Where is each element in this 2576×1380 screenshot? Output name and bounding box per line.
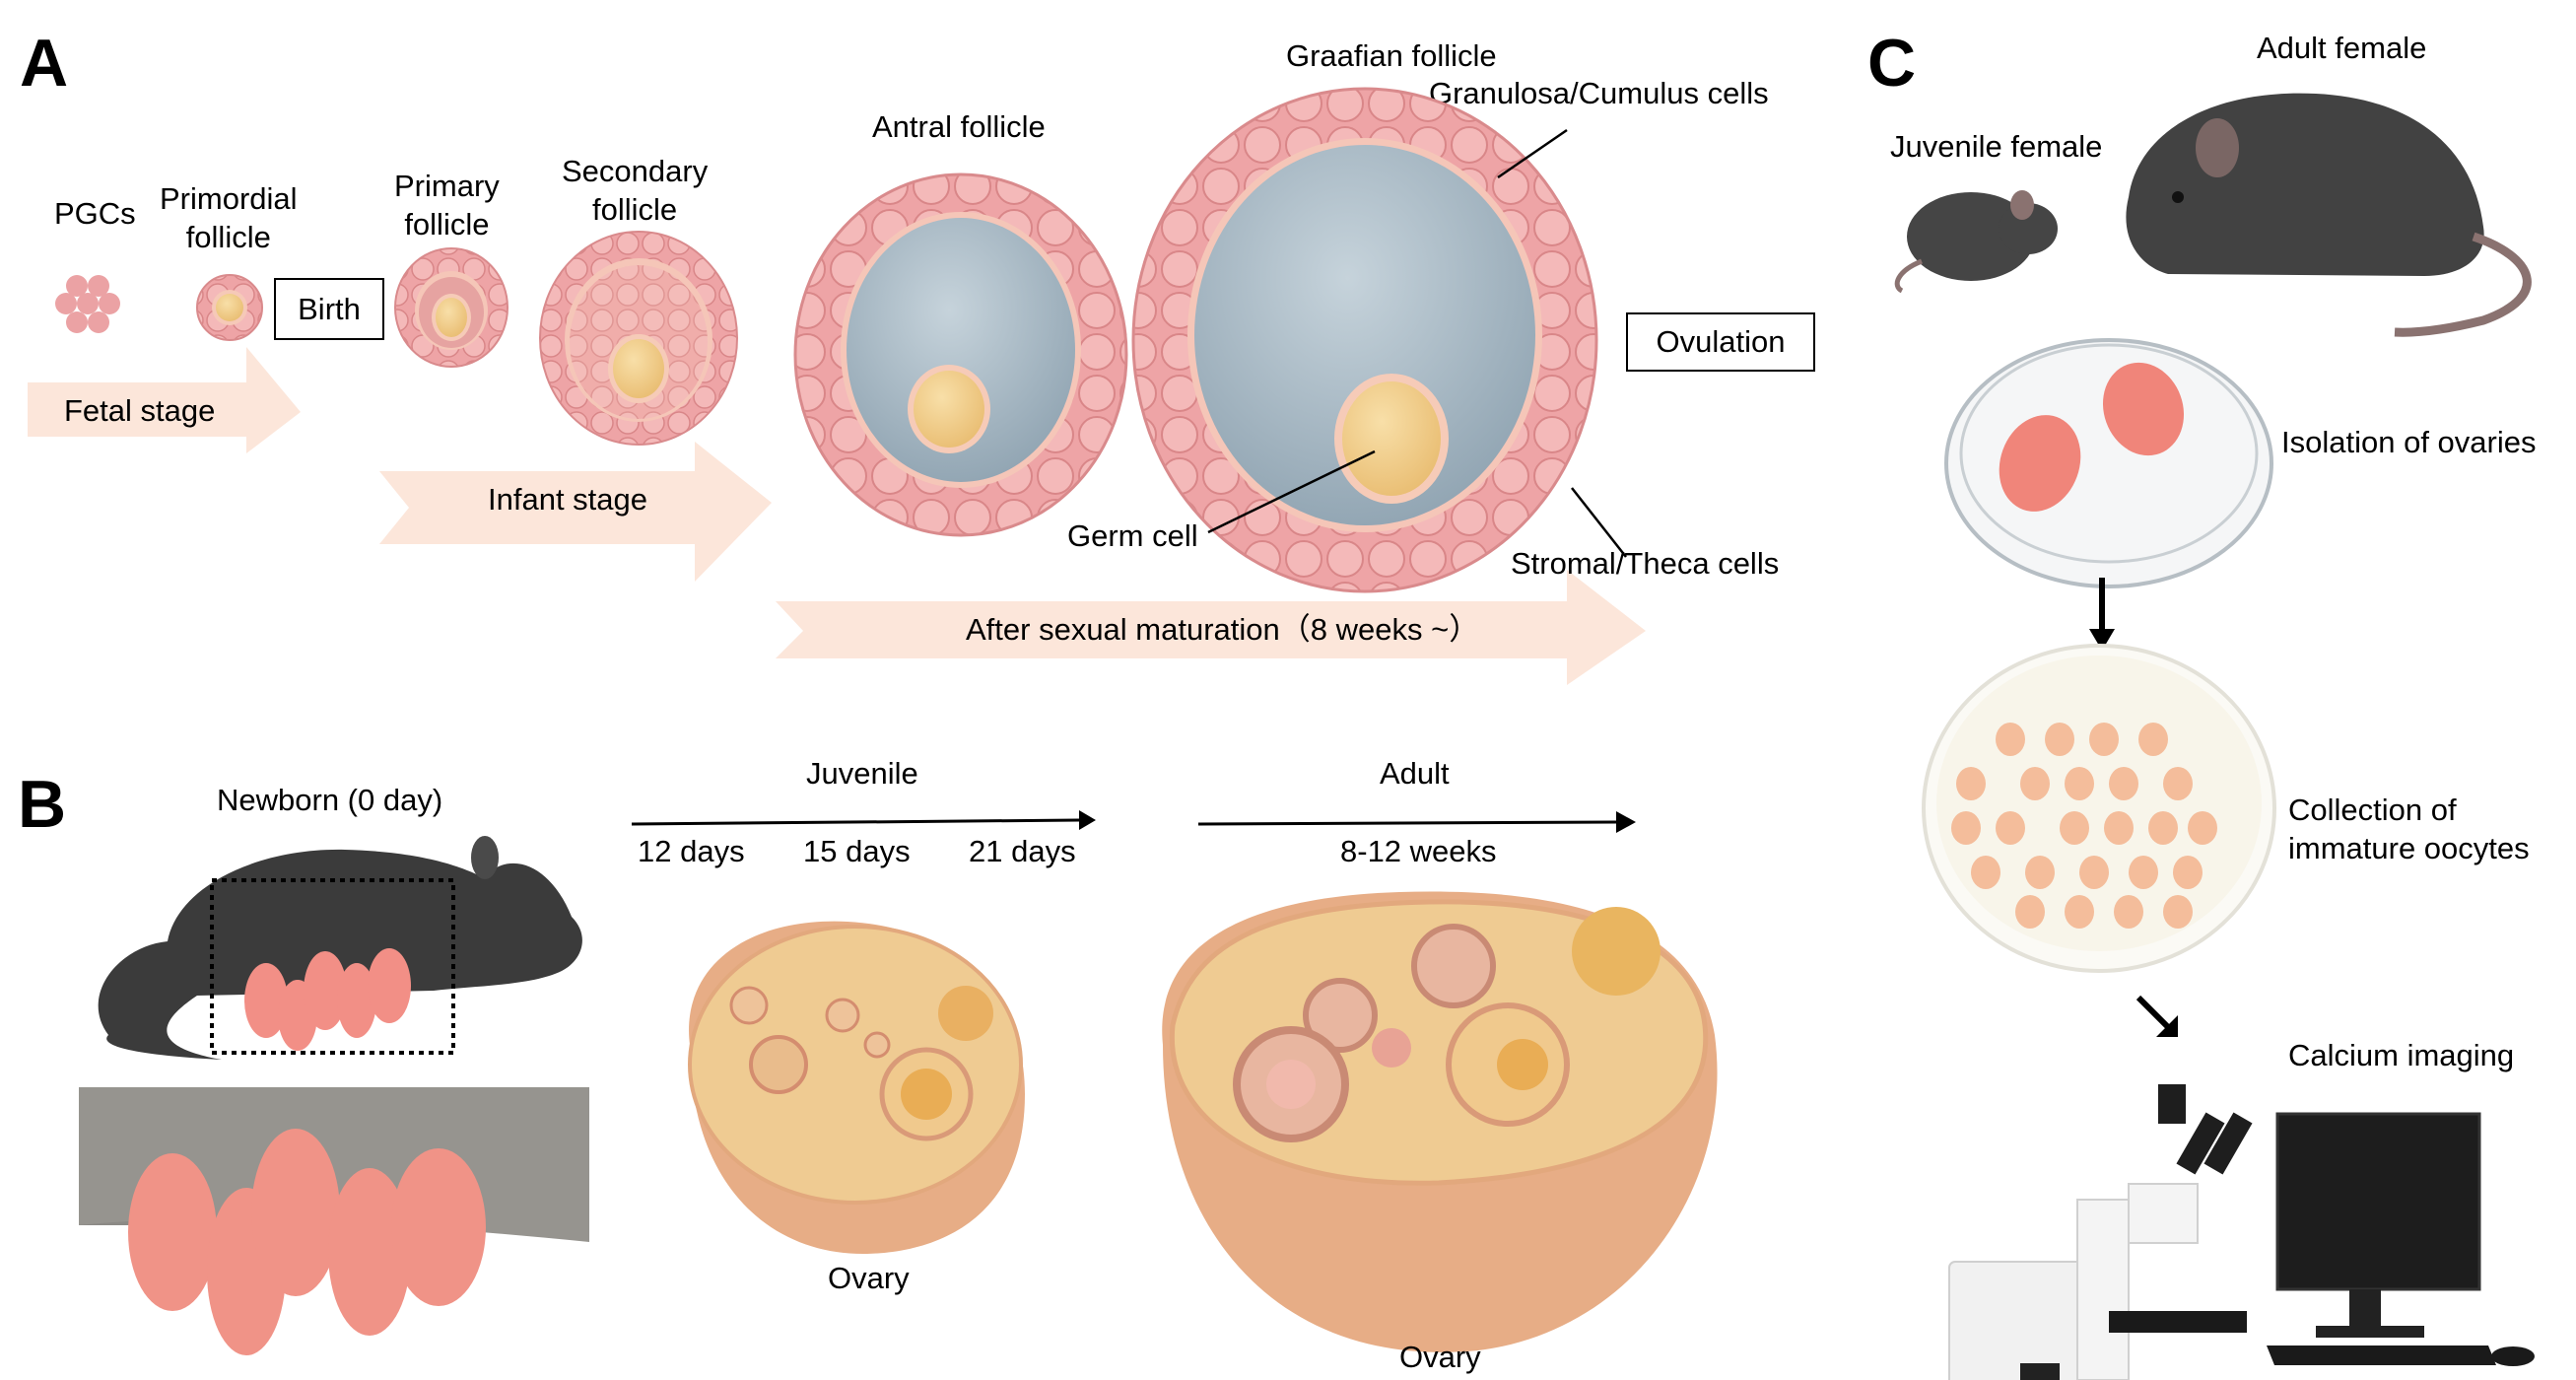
mouse-device-illustration	[2491, 1346, 2535, 1366]
juvenile-label: Juvenile	[806, 756, 918, 791]
oocyte	[2045, 723, 2074, 756]
adult-mouse-illustration	[2126, 93, 2532, 337]
adult-female-label: Adult female	[2257, 31, 2427, 65]
mature-stage-arrow	[776, 570, 1646, 685]
microscope-illustration	[1948, 1084, 2253, 1380]
panel-b-letter: B	[18, 767, 67, 842]
oocyte	[2104, 811, 2134, 845]
antral-follicle-label: Antral follicle	[872, 109, 1046, 144]
oocyte	[2025, 856, 2055, 889]
adult-timeline-arrow	[1197, 811, 1636, 833]
down-arrow-icon	[2089, 578, 2115, 651]
oocyte	[2020, 767, 2050, 800]
newborn-pups-illustration	[244, 948, 411, 1051]
pgcs-label: PGCs	[54, 196, 136, 231]
juvenile-timeline-arrow	[631, 810, 1096, 830]
primary-follicle	[394, 247, 508, 368]
oocyte-grid	[1951, 723, 2217, 929]
oocyte	[1971, 856, 2000, 889]
oocyte	[2188, 811, 2217, 845]
keyboard-illustration	[2267, 1346, 2496, 1365]
juvenile-ovary-label: Ovary	[828, 1261, 910, 1295]
adult-label: Adult	[1380, 756, 1450, 791]
juvenile-female-label: Juvenile female	[1890, 129, 2103, 164]
oocyte	[2114, 895, 2143, 929]
pgcs-cluster	[55, 275, 120, 333]
juvenile-tick-12-days: 12 days	[638, 834, 745, 868]
panel-a-letter: A	[20, 26, 69, 101]
oocyte	[2089, 723, 2119, 756]
granulosa-cells-label: Granulosa/Cumulus cells	[1429, 76, 1769, 110]
ovulation-box: Ovulation	[1626, 312, 1815, 372]
adult-ovary-label: Ovary	[1399, 1340, 1481, 1374]
oocyte-dish-illustration	[1922, 644, 2276, 973]
oocyte	[2015, 895, 2045, 929]
infant-stage-label: Infant stage	[488, 482, 648, 517]
mature-stage-label: After sexual maturation（8 weeks ~）	[966, 612, 1480, 647]
graafian-follicle-label: Graafian follicle	[1286, 38, 1497, 73]
oocyte	[2173, 856, 2203, 889]
primary-follicle-label: Primary follicle	[394, 169, 500, 242]
oocyte	[2163, 767, 2193, 800]
stromal-cells-label: Stromal/Theca cells	[1511, 546, 1780, 581]
pups-closeup-photo	[79, 1087, 589, 1380]
diagonal-arrow-icon	[2135, 995, 2178, 1037]
oocyte	[2079, 856, 2109, 889]
juvenile-tick-21-days: 21 days	[969, 834, 1076, 868]
primordial-follicle	[196, 274, 263, 341]
oocyte	[1996, 723, 2025, 756]
oocyte	[2163, 895, 2193, 929]
panel-c-letter: C	[1867, 26, 1917, 101]
oocyte	[1956, 767, 1986, 800]
pups-highlight-box	[210, 878, 455, 1055]
adult-ovary-illustration	[1162, 891, 1718, 1352]
fetal-stage-label: Fetal stage	[64, 393, 216, 428]
birth-box: Birth	[274, 278, 384, 340]
juvenile-ovary-illustration	[688, 921, 1025, 1255]
granulosa-leader-line	[1497, 128, 1568, 179]
secondary-follicle	[539, 231, 738, 446]
infant-stage-arrow	[379, 442, 772, 582]
oocyte	[1996, 811, 2025, 845]
oocyte	[2065, 767, 2094, 800]
oocyte	[1951, 811, 1981, 845]
juvenile-tick-15-days: 15 days	[803, 834, 911, 868]
germ-cell-label: Germ cell	[1067, 518, 1198, 553]
stromal-leader-line	[1571, 487, 1627, 558]
oocyte	[2138, 723, 2168, 756]
primordial-follicle-label: Primordial follicle	[160, 181, 298, 254]
oocyte	[2065, 895, 2094, 929]
ovary-dish-illustration	[1944, 338, 2273, 588]
oocyte	[2060, 811, 2089, 845]
juvenile-mouse-illustration	[1894, 190, 2058, 294]
isolation-of-ovaries-label: Isolation of ovaries	[2281, 425, 2537, 459]
collection-of-oocytes-label: Collection of immature oocytes	[2288, 793, 2530, 865]
graafian-follicle	[1131, 87, 1598, 593]
germ-cell-leader-line	[1207, 449, 1376, 534]
oocyte	[2129, 856, 2158, 889]
antral-follicle	[793, 172, 1128, 537]
fetal-stage-arrow	[28, 347, 301, 453]
secondary-follicle-label: Secondary follicle	[562, 154, 709, 227]
calcium-imaging-label: Calcium imaging	[2288, 1038, 2515, 1072]
newborn-label: Newborn (0 day)	[217, 783, 443, 817]
computer-monitor-illustration	[2275, 1112, 2481, 1338]
mother-mouse-illustration	[98, 836, 582, 1060]
oocyte	[2148, 811, 2178, 845]
adult-range-label: 8-12 weeks	[1340, 834, 1497, 868]
oocyte	[2109, 767, 2138, 800]
